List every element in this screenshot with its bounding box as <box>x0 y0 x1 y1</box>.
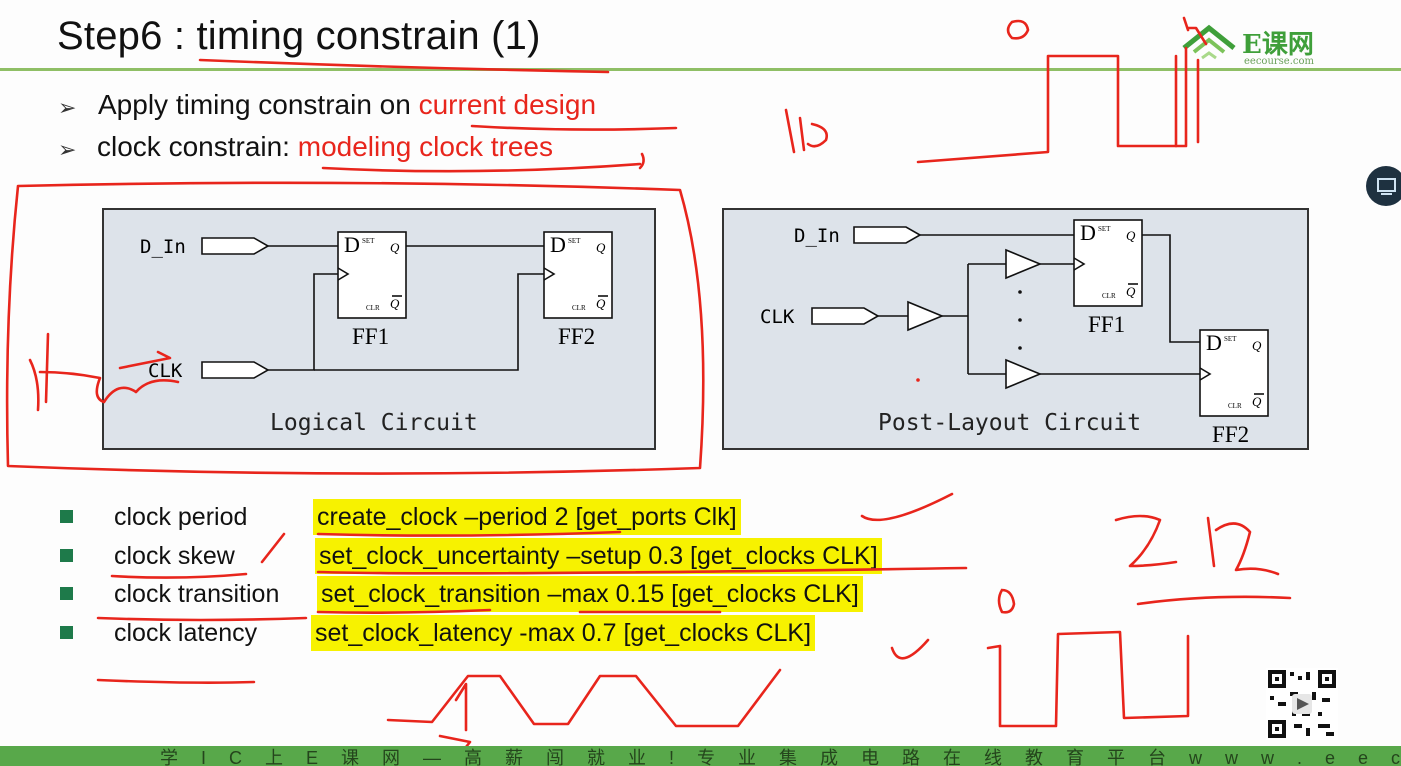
bullet-text: clock constrain: <box>97 131 298 162</box>
bullet-current-design: Apply timing constrain on current design <box>98 89 596 121</box>
ff2-set-pin: SET <box>1224 335 1237 343</box>
clk-port <box>811 307 880 325</box>
ff1-d-pin: D <box>344 232 360 257</box>
arrow-right-icon: ➢ <box>58 137 77 162</box>
footer-bar: 学 I C 上 E 课 网 — 高 薪 闯 就 业 ! 专 业 集 成 电 路 … <box>0 746 1401 766</box>
square-bullet-icon <box>60 549 73 562</box>
constraint-command-transition: set_clock_transition –max 0.15 [get_cloc… <box>317 576 863 612</box>
d-in-label: D_In <box>794 225 840 247</box>
ff2-flipflop <box>543 231 613 319</box>
ff1-q-pin: Q <box>1126 228 1136 243</box>
bullet-highlight: modeling clock trees <box>297 131 553 162</box>
ff1-flipflop <box>337 231 407 319</box>
logical-circuit-diagram <box>201 231 613 379</box>
logo-text: E课网 <box>1242 30 1314 60</box>
clk-port <box>201 361 270 379</box>
eecourse-logo-icon <box>1182 24 1236 60</box>
ff1-d-pin: D <box>1080 220 1096 245</box>
screen-share-button[interactable] <box>1366 166 1401 206</box>
d-in-port <box>201 237 270 255</box>
slide-title: Step6 : timing constrain (1) <box>57 14 541 58</box>
post-layout-circuit-diagram <box>811 219 1269 417</box>
ff2-set-pin: SET <box>568 237 581 245</box>
clk-label: CLK <box>148 360 183 382</box>
d-in-port <box>853 226 922 244</box>
ff2-flipflop <box>1199 329 1269 417</box>
ff1-label: FF1 <box>1088 312 1126 337</box>
qr-code <box>1266 668 1338 740</box>
clk-label: CLK <box>760 306 795 328</box>
constraint-command-skew: set_clock_uncertainty –setup 0.3 [get_cl… <box>315 538 882 574</box>
bullet-highlight: current design <box>418 89 597 120</box>
ff1-qbar-pin: Q <box>390 296 400 311</box>
arrow-right-icon: ➢ <box>58 95 77 120</box>
title-divider <box>0 68 1401 71</box>
post-layout-circuit-panel: D SET Q Q CLR D SET Q Q CLR D_In CLK FF1… <box>722 208 1309 450</box>
constraint-command-latency: set_clock_latency -max 0.7 [get_clocks C… <box>311 615 816 651</box>
logical-circuit-panel: D SET Q Q CLR D SET Q Q CLR D_In CLK FF1… <box>102 208 656 450</box>
post-layout-caption: Post-Layout Circuit <box>878 410 1142 436</box>
bullet-text: Apply timing constrain on <box>98 89 419 120</box>
ff2-clr-pin: CLR <box>1228 402 1242 410</box>
ff1-flipflop <box>1073 219 1143 307</box>
ff2-label: FF2 <box>1212 422 1250 447</box>
ff1-qbar-pin: Q <box>1126 284 1136 299</box>
ff1-label: FF1 <box>352 324 390 349</box>
logical-circuit-caption: Logical Circuit <box>270 410 478 436</box>
ff2-clr-pin: CLR <box>572 304 586 312</box>
ff1-clr-pin: CLR <box>1102 292 1116 300</box>
constraint-label-skew: clock skew <box>114 542 235 570</box>
square-bullet-icon <box>60 626 73 639</box>
footer-text: 学 I C 上 E 课 网 — 高 薪 闯 就 业 ! 专 业 集 成 电 路 … <box>160 748 1401 766</box>
qr-code-icon <box>1266 668 1338 740</box>
ff2-label: FF2 <box>558 324 596 349</box>
constraint-label-period: clock period <box>114 503 248 531</box>
eecourse-logo: E课网 eecourse.com <box>1180 22 1350 70</box>
ff2-d-pin: D <box>550 232 566 257</box>
square-bullet-icon <box>60 510 73 523</box>
ff2-d-pin: D <box>1206 330 1222 355</box>
bullet-clock-trees: clock constrain: modeling clock trees <box>97 131 553 163</box>
ff2-qbar-pin: Q <box>596 296 606 311</box>
ff2-q-pin: Q <box>1252 338 1262 353</box>
screen-share-icon <box>1377 178 1396 195</box>
ff1-set-pin: SET <box>362 237 375 245</box>
logo-subtext: eecourse.com <box>1244 56 1315 67</box>
ff1-set-pin: SET <box>1098 225 1111 233</box>
ff2-q-pin: Q <box>596 240 606 255</box>
square-bullet-icon <box>60 587 73 600</box>
ff1-clr-pin: CLR <box>366 304 380 312</box>
constraint-label-transition: clock transition <box>114 580 280 608</box>
ff2-qbar-pin: Q <box>1252 394 1262 409</box>
constraint-command-period: create_clock –period 2 [get_ports Clk] <box>313 499 741 535</box>
ff1-q-pin: Q <box>390 240 400 255</box>
d-in-label: D_In <box>140 236 186 258</box>
constraint-label-latency: clock latency <box>114 619 258 647</box>
